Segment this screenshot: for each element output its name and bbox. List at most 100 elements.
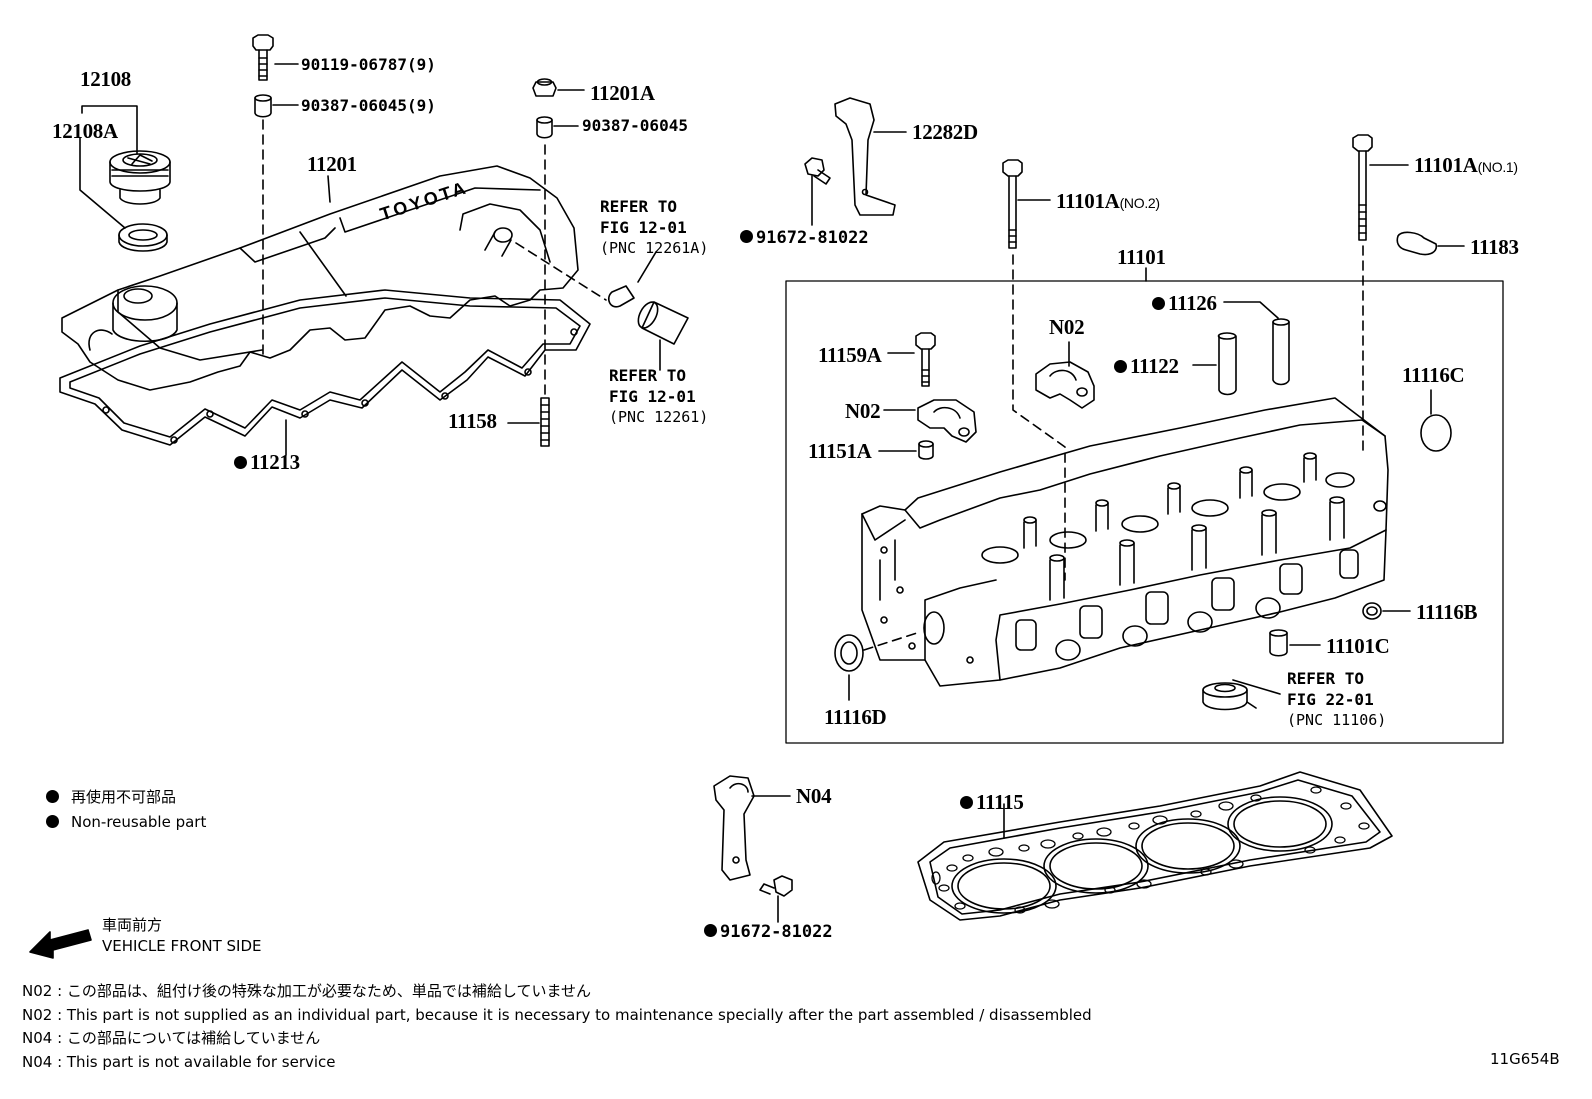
label-90387-06045: 90387-06045 [582, 116, 688, 135]
label-11213: 11213 [234, 451, 300, 473]
ref-11106-line2: FIG 22-01 [1287, 690, 1374, 709]
label-91672-a-text: 91672-81022 [756, 228, 869, 248]
non-reusable-dot-icon [704, 923, 717, 937]
leader-12108 [79, 105, 138, 229]
bolt-91672-a [804, 157, 831, 226]
label-90387-06045-9: 90387-06045(9) [301, 96, 436, 115]
vehicle-front-arrow-icon [29, 929, 92, 959]
label-11183: 11183 [1470, 235, 1519, 259]
front-side-en: VEHICLE FRONT SIDE [102, 937, 262, 955]
plug-11116B [1362, 602, 1411, 620]
note-n04-en: N04 : This part is not available for ser… [22, 1052, 336, 1071]
label-91672-b-text: 91672-81022 [720, 922, 833, 942]
non-reusable-dot-icon [1114, 359, 1127, 373]
ref-12261A: REFER TO FIG 12-01 (PNC 12261A) [600, 196, 708, 259]
ref-12261: REFER TO FIG 12-01 (PNC 12261) [609, 365, 708, 428]
note-n04-jp: N04 : この部品については補給していません [22, 1029, 321, 1047]
breather-hose-12261A [515, 242, 657, 308]
non-reusable-dot-icon [960, 795, 973, 809]
label-N02-a: N02 [1049, 315, 1085, 339]
label-11101C: 11101C [1326, 634, 1390, 658]
label-11126: 11126 [1152, 292, 1217, 314]
legend-dot-icon [46, 815, 59, 828]
label-11122-text: 11122 [1130, 354, 1179, 378]
breather-hose-12261 [637, 301, 689, 371]
bracket-N04 [713, 775, 791, 881]
label-91672-81022-b: 91672-81022 [704, 922, 833, 943]
stud-bolt-11158 [507, 397, 550, 447]
plug-11183 [1396, 231, 1465, 256]
label-11101A-no1-text: 11101A [1414, 153, 1478, 177]
valve-guide-11126 [1223, 301, 1290, 386]
legend-dot-icon [46, 790, 59, 803]
footnotes: N02 : この部品は、組付け後の特殊な加工が必要なため、単品では補給していませ… [22, 980, 1092, 1074]
dash-line-bolt-no2 [1012, 254, 1066, 581]
plug-11116C [1420, 389, 1452, 452]
oil-filler-cap [109, 150, 171, 205]
legend-non-reusable-en: Non-reusable part [46, 812, 206, 832]
label-11116D: 11116D [824, 705, 887, 729]
ref-11106-line1: REFER TO [1287, 669, 1365, 688]
label-N04: N04 [796, 784, 832, 808]
note-n02-en: N02 : This part is not supplied as an in… [22, 1005, 1092, 1024]
label-11126-text: 11126 [1168, 291, 1217, 315]
front-side-jp: 車両前方 [102, 916, 163, 934]
cylinder-head-gasket [917, 771, 1393, 921]
bearing-cap-N02-a [1035, 341, 1095, 409]
label-11101: 11101 [1117, 245, 1166, 269]
fuel-injector-seat-11106 [1202, 679, 1281, 711]
label-11101A-no2-text: 11101A [1056, 189, 1120, 213]
ref-12261A-line2: FIG 12-01 [600, 218, 687, 237]
head-bolt-11101A-no1 [1352, 134, 1409, 241]
label-11116B: 11116B [1416, 600, 1478, 624]
cover-grommet-90387-b [536, 116, 579, 139]
note-n02-jp: N02 : この部品は、組付け後の特殊な加工が必要なため、単品では補給していませ… [22, 982, 592, 1000]
label-11101A-no1: 11101A(NO.1) [1414, 154, 1518, 178]
ref-11106-line3: (PNC 11106) [1287, 711, 1387, 729]
cover-bolt-90119 [252, 34, 299, 81]
engine-hanger-12282D [834, 97, 907, 216]
ref-12261-line1: REFER TO [609, 366, 687, 385]
oil-filler-cap-gasket [118, 223, 168, 252]
label-11213-text: 11213 [250, 450, 300, 474]
cover-grommet-90387 [254, 94, 299, 118]
legend-en-text: Non-reusable part [71, 813, 207, 831]
label-11116C: 11116C [1402, 363, 1465, 387]
label-11122: 11122 [1114, 355, 1179, 377]
non-reusable-dot-icon [1152, 296, 1165, 310]
label-11101A-no2: 11101A(NO.2) [1056, 190, 1160, 214]
label-11151A: 11151A [808, 439, 872, 463]
cover-nut-11201A [532, 78, 585, 97]
drawing-code: 11G654B [1490, 1050, 1560, 1068]
bolt-91672-b [759, 875, 793, 923]
front-side-label: 車両前方 VEHICLE FRONT SIDE [102, 915, 262, 957]
label-11159A: 11159A [818, 343, 882, 367]
head-bolt-11101A-no2 [1002, 159, 1051, 249]
label-12108: 12108 [80, 67, 132, 91]
bolt-11159A [887, 332, 936, 387]
ref-12261-line3: (PNC 12261) [609, 408, 709, 426]
label-91672-81022-a: 91672-81022 [740, 228, 869, 249]
oil-seal-11116D [834, 631, 921, 701]
non-reusable-dot-icon [740, 229, 753, 243]
label-11115: 11115 [960, 791, 1024, 813]
valve-guide-11122 [1192, 332, 1237, 396]
leader-11201 [327, 175, 331, 203]
svg-text:TOYOTA: TOYOTA [378, 177, 471, 224]
label-12282D: 12282D [912, 120, 978, 144]
dowel-pin-11151A [878, 440, 934, 460]
label-N02-b: N02 [845, 399, 881, 423]
dowel-11101C [1269, 629, 1321, 657]
label-11115-text: 11115 [976, 790, 1024, 814]
label-11201: 11201 [307, 152, 357, 176]
cylinder-head-box [785, 267, 1504, 744]
label-90119-06787: 90119-06787(9) [301, 55, 436, 74]
ref-12261A-line3: (PNC 12261A) [600, 239, 709, 257]
cylinder-head-cover-gasket [59, 289, 591, 446]
ref-12261-line2: FIG 12-01 [609, 387, 696, 406]
label-11201A: 11201A [590, 81, 655, 105]
legend-non-reusable-jp: 再使用不可部品 [46, 787, 176, 807]
bearing-cap-N02-b [883, 399, 977, 443]
label-11101A-no2-qty: (NO.2) [1119, 195, 1161, 211]
